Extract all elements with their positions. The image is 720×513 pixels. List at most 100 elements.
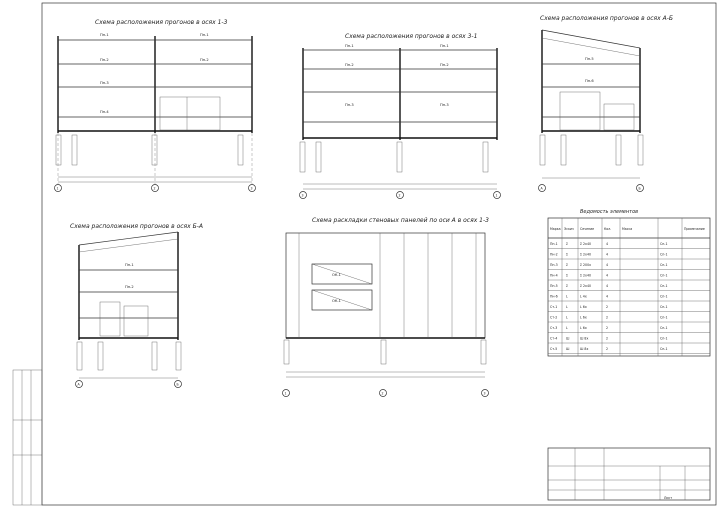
drawing-3: Схема расположения прогонов в осях А-Б П…: [538, 15, 673, 192]
spec-cell: Σ 2x40: [580, 242, 591, 246]
spec-cell: Σ: [566, 274, 568, 278]
spec-cell: 4: [606, 295, 608, 299]
spec-header: Сечение: [580, 227, 594, 231]
axis-label: Б: [177, 383, 179, 387]
spec-table: Ведомость элементов Марка Эскиз Сечение …: [547, 209, 711, 357]
spec-header: Эскиз: [564, 227, 574, 231]
drawing-4-title: Схема расположения прогонов в осях Б-А: [70, 223, 203, 230]
binding-strip: [12, 369, 43, 506]
drawing-4: Схема расположения прогонов в осях Б-А П…: [70, 223, 203, 388]
spec-cell: Ст-3: [550, 326, 557, 330]
panel-label: Пн-2: [345, 63, 354, 67]
spec-cell: Сп-1: [660, 316, 668, 320]
axis-label: 2: [399, 194, 401, 198]
panel-label: Пн-5: [585, 57, 594, 61]
spec-cell: Ш 8x: [580, 337, 588, 341]
axis-label: Б: [639, 187, 641, 191]
spec-cell: 2: [606, 347, 608, 351]
spec-cell: 4: [606, 274, 608, 278]
spec-table-title: Ведомость элементов: [580, 209, 638, 215]
panel-label: Пн-2: [200, 58, 209, 62]
drawing-3-title: Схема расположения прогонов в осях А-Б: [540, 15, 673, 22]
panel-label: Пн-3: [345, 103, 354, 107]
spec-cell: 2: [606, 326, 608, 330]
drawing-1: Схема расположения прогонов в осях 1-3 П…: [54, 19, 256, 192]
drawing-5-title: Схема раскладки стеновых панелей по оси …: [312, 217, 489, 224]
spec-cell: Ш: [566, 347, 570, 351]
panel-label: Пн-3: [100, 81, 109, 85]
sheet-frame: [41, 2, 717, 506]
drawing-5: Схема раскладки стеновых панелей по оси …: [282, 217, 489, 397]
spec-cell: L: [566, 305, 568, 309]
spec-cell: L 6x: [580, 326, 587, 330]
spec-cell: Σ 2x40: [580, 253, 591, 257]
panel-label: Пн-1: [125, 263, 134, 267]
axis-label: 1: [57, 187, 59, 191]
axis-label: 3: [251, 187, 253, 191]
spec-cell: 4: [606, 242, 608, 246]
panel-label: Пн-2: [100, 58, 109, 62]
axis-label: 1: [285, 392, 287, 396]
spec-cell: Сп-1: [660, 347, 668, 351]
spec-header: Кол.: [604, 227, 611, 231]
spec-cell: 2: [606, 337, 608, 341]
spec-cell: L 6x: [580, 316, 587, 320]
axis-label: 3: [484, 392, 486, 396]
window-label: ОК-1: [332, 273, 341, 277]
drawing-2-title: Схема расположения прогонов в осях 3-1: [345, 33, 477, 40]
spec-cell: 4: [606, 263, 608, 267]
spec-cell: Сп-1: [660, 295, 668, 299]
spec-header: Марка: [550, 227, 561, 231]
spec-cell: 4: [606, 284, 608, 288]
spec-cell: Σ: [566, 242, 568, 246]
sheet-label: Лист: [664, 496, 672, 500]
panel-label: Пн-2: [440, 63, 449, 67]
axis-label: 2: [154, 187, 156, 191]
spec-cell: L: [566, 316, 568, 320]
panel-label: Пн-1: [440, 44, 449, 48]
panel-label: Пн-4: [100, 110, 109, 114]
panel-label: Пн-1: [200, 33, 209, 37]
spec-cell: Сп-1: [660, 253, 668, 257]
panel-label: Пн-2: [125, 285, 134, 289]
spec-cell: L: [566, 295, 568, 299]
spec-header: Примечание: [684, 227, 705, 231]
spec-cell: Ст-4: [550, 337, 557, 341]
spec-cell: Пн-5: [550, 284, 558, 288]
axis-label: А: [78, 383, 81, 387]
title-block: Лист: [547, 447, 711, 501]
spec-cell: L 6x: [580, 305, 587, 309]
spec-cell: Σ: [566, 263, 568, 267]
spec-cell: Сп-1: [660, 326, 668, 330]
drawing-1-title: Схема расположения прогонов в осях 1-3: [95, 19, 228, 26]
spec-cell: 2: [606, 305, 608, 309]
window-label: ОК-1: [332, 299, 341, 303]
spec-cell: Σ 200x: [580, 263, 591, 267]
panel-label: Пн-6: [585, 79, 594, 83]
spec-cell: L 4x: [580, 295, 587, 299]
spec-cell: 2: [606, 316, 608, 320]
spec-cell: Сп-1: [660, 337, 668, 341]
spec-cell: Ст-5: [550, 347, 557, 351]
spec-cell: Σ: [566, 284, 568, 288]
axis-label: А: [541, 187, 544, 191]
spec-cell: Σ: [566, 253, 568, 257]
axis-label: 3: [302, 194, 304, 198]
spec-header: Масса: [622, 227, 632, 231]
spec-cell: Ш 8x: [580, 347, 588, 351]
spec-cell: Пн-6: [550, 295, 558, 299]
spec-cell: Сп-1: [660, 263, 668, 267]
spec-cell: L: [566, 326, 568, 330]
spec-cell: Пн-4: [550, 274, 558, 278]
panel-label: Пн-1: [345, 44, 354, 48]
spec-cell: Сп-1: [660, 284, 668, 288]
axis-label: 2: [382, 392, 384, 396]
panel-label: Пн-1: [100, 33, 109, 37]
axis-label: 1: [496, 194, 498, 198]
spec-cell: Ст-2: [550, 316, 557, 320]
spec-cell: Σ 2x40: [580, 274, 591, 278]
spec-cell: Пн-2: [550, 253, 558, 257]
